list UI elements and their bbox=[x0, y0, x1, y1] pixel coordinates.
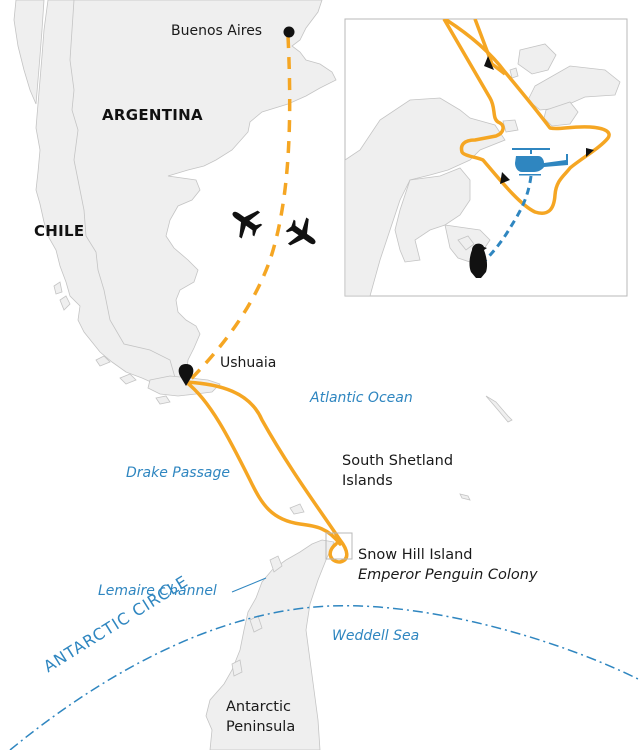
label-antarctic-peninsula: Antarctic Peninsula bbox=[226, 697, 295, 737]
south-america-land bbox=[13, 0, 337, 389]
direction-arrow-icon bbox=[586, 148, 594, 157]
label-emperor-penguin-colony: Emperor Penguin Colony bbox=[358, 567, 538, 583]
label-snow-hill-island: Snow Hill Island bbox=[358, 547, 473, 563]
buenos-aires-marker bbox=[283, 26, 295, 38]
label-south-shetland-line1: South Shetland bbox=[342, 453, 454, 469]
label-south-shetland: South Shetland Islands bbox=[342, 451, 453, 491]
label-argentina: ARGENTINA bbox=[102, 106, 203, 124]
label-chile: CHILE bbox=[34, 222, 85, 240]
helicopter-icon bbox=[512, 148, 568, 176]
label-snow-hill: Snow Hill Island Emperor Penguin Colony bbox=[358, 545, 538, 585]
label-drake-passage: Drake Passage bbox=[126, 465, 230, 481]
label-atlantic-ocean: Atlantic Ocean bbox=[310, 390, 413, 406]
tierra-del-fuego-islands bbox=[53, 281, 221, 405]
snow-hill-inset bbox=[344, 18, 628, 297]
flight-route bbox=[184, 35, 292, 386]
south-shetland-islands bbox=[289, 395, 513, 515]
snow-hill-locator-box bbox=[325, 532, 353, 560]
label-weddell-sea: Weddell Sea bbox=[332, 628, 420, 644]
label-antarctic-peninsula-line2: Peninsula bbox=[226, 719, 296, 735]
penguin-icon bbox=[469, 243, 488, 278]
ushuaia-pin-marker bbox=[178, 364, 194, 386]
direction-arrow-icon bbox=[484, 56, 494, 70]
antarctic-peninsula-land bbox=[205, 539, 335, 750]
label-ushuaia: Ushuaia bbox=[220, 355, 277, 371]
label-buenos-aires: Buenos Aires bbox=[171, 23, 263, 39]
airplane-icon bbox=[232, 210, 263, 239]
antarctic-circle-line bbox=[9, 604, 640, 750]
direction-arrow-icon bbox=[500, 172, 510, 184]
lemaire-leader-line bbox=[231, 577, 267, 593]
ship-route bbox=[184, 380, 349, 564]
airplane-icon bbox=[285, 217, 316, 246]
label-lemaire-channel: Lemaire Channel bbox=[98, 583, 217, 599]
label-south-shetland-line2: Islands bbox=[342, 473, 393, 489]
label-antarctic-peninsula-line1: Antarctic bbox=[226, 699, 291, 715]
